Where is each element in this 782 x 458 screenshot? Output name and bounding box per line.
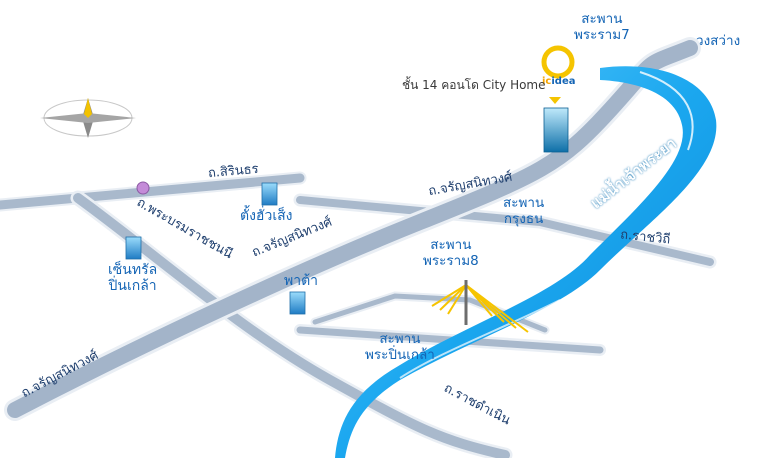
bridge-pinklao-label: สะพานพระปิ่นเกล้า xyxy=(365,331,435,363)
location-dot-icon xyxy=(136,181,150,195)
bridge-krungthon-label: สะพานกรุงธน xyxy=(503,195,545,227)
compass-icon xyxy=(40,98,136,138)
building-label: ชั้น 14 คอนโด City Home xyxy=(402,78,546,92)
logo-text: icidea xyxy=(542,76,576,87)
bridge-rama8-label: สะพานพระราม8 xyxy=(423,237,479,269)
logo-icidea xyxy=(541,45,575,79)
place-central-pinklao: เซ็นทรัลปิ่นเกล้า xyxy=(108,262,158,295)
building-city-home xyxy=(543,97,569,153)
river-chao-phraya xyxy=(335,66,717,458)
wongsawang-label: วงสว่าง xyxy=(696,33,741,49)
bridge-rama7-label: สะพานพระราม7 xyxy=(574,11,630,43)
building-marker-icon xyxy=(125,182,306,315)
bridge-icon xyxy=(431,280,529,333)
place-pata: พาต้า xyxy=(284,273,319,289)
place-tang-hua-seng: ตั้งฮั่วเส็ง xyxy=(240,208,293,224)
